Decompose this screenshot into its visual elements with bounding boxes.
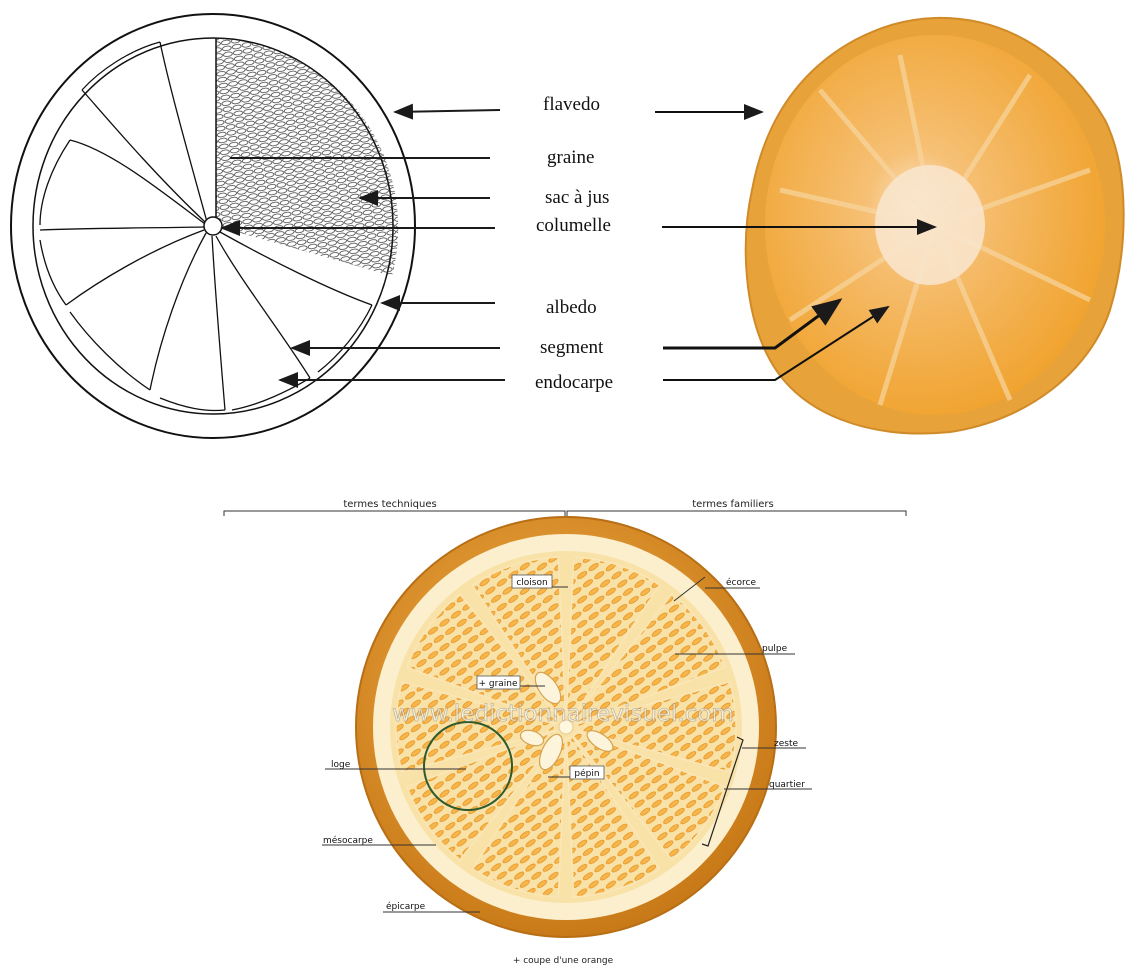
label-endocarpe: endocarpe — [535, 372, 613, 393]
label-sac-a-jus: sac à jus — [545, 187, 609, 208]
header-termes-familiers: termes familiers — [692, 499, 774, 510]
label-pulpe: pulpe — [762, 644, 788, 654]
label-quartier: quartier — [769, 780, 805, 790]
label-cloison: cloison — [516, 578, 547, 588]
label-albedo: albedo — [546, 297, 597, 318]
label-loge: loge — [331, 760, 351, 770]
figure-caption: + coupe d'une orange — [513, 956, 614, 966]
bottom-illustration: termes techniques termes familiers — [224, 499, 906, 966]
label-graine-bottom: + graine — [478, 679, 518, 689]
label-segment: segment — [540, 337, 604, 358]
watermark: www.ledictionnairevisuel.com — [392, 701, 734, 727]
header-termes-techniques: termes techniques — [343, 499, 436, 510]
label-mesocarpe: mésocarpe — [323, 835, 373, 846]
label-pepin: pépin — [574, 768, 599, 779]
label-flavedo: flavedo — [543, 94, 600, 115]
orange-photo-slice — [655, 18, 1124, 434]
label-ecorce: écorce — [726, 577, 756, 588]
label-graine: graine — [547, 147, 594, 168]
label-epicarpe: épicarpe — [386, 901, 426, 912]
top-label-group: flavedo graine sac à jus columelle albed… — [535, 94, 613, 393]
label-zeste: zeste — [774, 739, 798, 749]
label-columelle: columelle — [536, 215, 611, 236]
orange-sketch-diagram — [11, 14, 505, 438]
